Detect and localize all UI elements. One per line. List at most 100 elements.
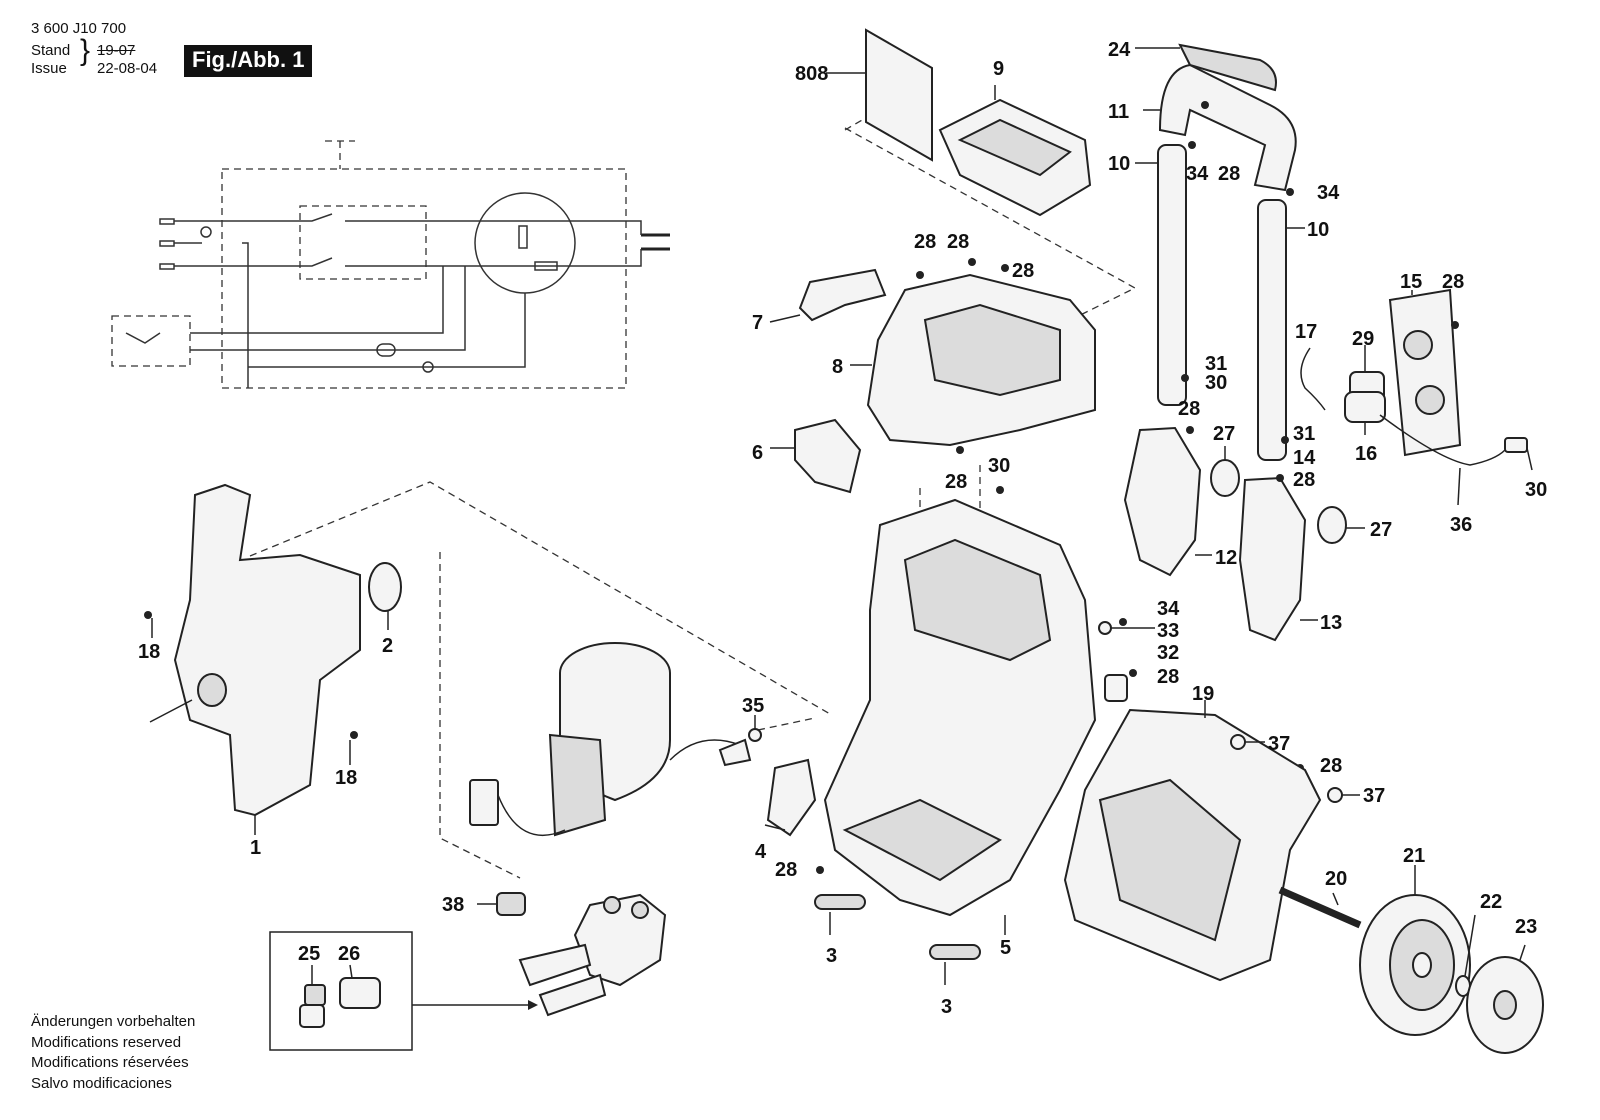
part-number-label: 27	[1213, 423, 1235, 445]
issue-label: Issue	[31, 60, 67, 77]
part-number-label: 3	[941, 996, 952, 1018]
part-number-label: 23	[1515, 916, 1537, 938]
part-number-label: 28	[947, 231, 969, 253]
part-number-label: 22	[1480, 891, 1502, 913]
part-number-label: 8	[832, 356, 843, 378]
part-10-tube-left	[1135, 144, 1187, 406]
mains-plug-symbol	[159, 218, 175, 270]
part-8-upper-housing	[850, 273, 1096, 447]
issue-value: 22-08-04	[97, 60, 158, 77]
part-21-wheel	[1359, 865, 1471, 1036]
part-number-label: 20	[1325, 868, 1347, 890]
part-number-label: 19	[1192, 683, 1214, 705]
part-number-label: 35	[742, 695, 764, 717]
part-number-label: 16	[1355, 443, 1377, 465]
part-4-switch	[764, 758, 817, 837]
part-number-label: 13	[1320, 612, 1342, 634]
part-17-hose-piece	[1300, 347, 1326, 411]
part-33-nut	[1098, 621, 1155, 635]
part-number-label: 9	[993, 58, 1004, 80]
part-number-label: 29	[1352, 328, 1374, 350]
part-number-label: 808	[795, 63, 828, 85]
part-number-label: 4	[755, 841, 767, 863]
part-23-hubcap	[1466, 944, 1544, 1054]
part-6-grille	[770, 418, 862, 494]
part-number-label: 34	[1186, 163, 1209, 185]
part-3-foot-lower	[929, 944, 981, 985]
part-number-label: 26	[338, 943, 360, 965]
part-808-label-sheet	[826, 28, 933, 162]
part-number-label: 34	[1317, 182, 1340, 204]
part-number-label: 5	[1000, 937, 1011, 959]
part-26-adapter	[339, 964, 381, 1009]
part-number-label: 7	[752, 312, 763, 334]
part-9-cover	[938, 85, 1092, 217]
part-number-label: 28	[1157, 666, 1179, 688]
part-number-label: 3	[826, 945, 837, 967]
modifications-notice: Änderungen vorbehalten Modifications res…	[31, 1012, 195, 1094]
notice-line-es: Salvo modificaciones	[31, 1074, 172, 1092]
part-number-label: 36	[1450, 514, 1472, 536]
part-19-rear-chassis	[1063, 700, 1322, 982]
part-number-label: 28	[914, 231, 936, 253]
part-25-adapter	[299, 965, 326, 1028]
part-number-label: 18	[335, 767, 357, 789]
part-number-label: 33	[1157, 620, 1179, 642]
part-number-label: 28	[1178, 398, 1200, 420]
part-35-grommet	[748, 715, 762, 742]
part-14-switch-body	[1344, 391, 1386, 435]
part-1-side-cover	[149, 483, 361, 835]
part-number-label: 21	[1403, 845, 1425, 867]
part-number-label: 17	[1295, 321, 1317, 343]
figure-label: Fig./Abb. 1	[184, 45, 313, 77]
part-number-label: 2	[382, 635, 393, 657]
notice-line-fr: Modifications réservées	[31, 1054, 189, 1071]
part-number-label: 12	[1215, 547, 1237, 569]
part-32-cable-clamp	[1104, 674, 1128, 702]
part-10-tube-right	[1257, 199, 1305, 461]
part-number-label: 37	[1268, 733, 1290, 755]
part-number-label: 28	[1293, 469, 1315, 491]
part-16-connector	[1504, 437, 1533, 471]
part-number-label: 11	[1108, 101, 1129, 123]
part-number-label: 34	[1157, 598, 1180, 620]
part-number-label: 1	[250, 837, 261, 859]
part-number-label: 28	[1012, 260, 1034, 282]
part-number-label: 30	[1205, 372, 1227, 394]
part-number-label: 37	[1363, 785, 1385, 807]
part-15-control-plate	[1388, 288, 1462, 457]
motor-assembly	[469, 642, 752, 837]
part-number-label: 15	[1400, 271, 1422, 293]
part-11-handle	[1143, 63, 1297, 192]
part-number-label: 28	[1218, 163, 1240, 185]
part-38-fitting	[477, 892, 526, 916]
part-number-label: 30	[988, 455, 1010, 477]
part-number-label: 32	[1157, 642, 1179, 664]
wiring-schematic	[111, 140, 670, 389]
stand-label: Stand	[31, 42, 71, 59]
part-number-label: 18	[138, 641, 160, 663]
part-number-label: 25	[298, 943, 320, 965]
brace-symbol: }	[80, 34, 91, 67]
part-number-label: 28	[945, 471, 967, 493]
part-36-cable	[1379, 414, 1506, 506]
part-number-label: 6	[752, 442, 763, 464]
part-12-side-bracket	[1123, 426, 1212, 577]
part-number-label: 14	[1293, 447, 1316, 469]
part-27-clip-upper	[1210, 446, 1240, 497]
stand-value: 19-07	[97, 42, 136, 59]
part-number-label: 28	[775, 859, 797, 881]
part-5-main-frame	[823, 498, 1097, 935]
part-37-plug-lower	[1327, 787, 1360, 803]
part-number-label: 10	[1108, 153, 1130, 175]
notice-line-en: Modifications reserved	[31, 1033, 182, 1051]
part-37-plug-upper	[1230, 734, 1265, 750]
part-number-label: 31	[1205, 353, 1227, 375]
parts-25-26-inset-box	[269, 931, 538, 1051]
part-number-label: 31	[1293, 423, 1315, 445]
screw-markers	[144, 101, 1459, 874]
notice-line-de: Änderungen vorbehalten	[31, 1013, 196, 1030]
part-number-label: 28	[1320, 755, 1342, 777]
document-number: 3 600 J10 700	[31, 20, 127, 37]
